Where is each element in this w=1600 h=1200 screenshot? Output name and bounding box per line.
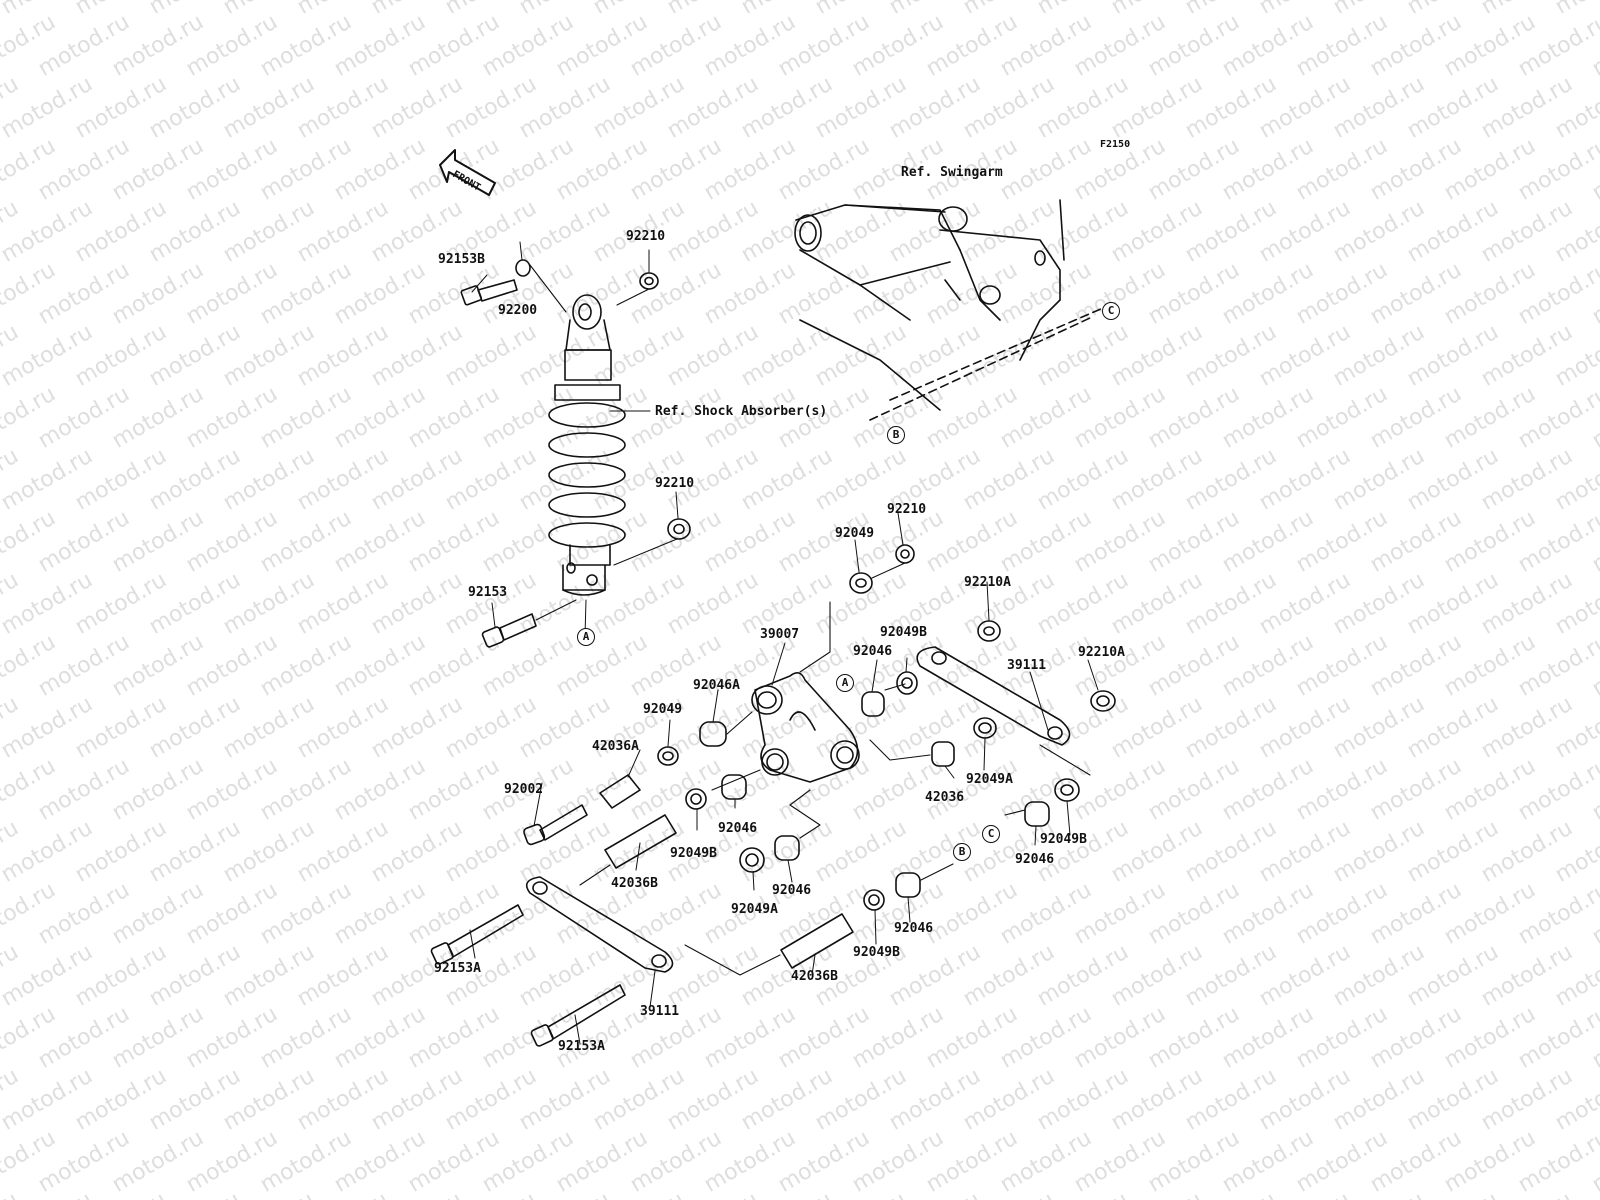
part-label-92153: 92153 [468, 585, 508, 600]
part-label-92049-top: 92049 [835, 526, 875, 541]
part-label-92046-low: 92046 [772, 883, 812, 898]
part-label-42036A: 42036A [592, 739, 639, 754]
part-label-92049A-low: 92049A [731, 902, 778, 917]
part-label-92049B-right: 92049B [1040, 832, 1087, 847]
part-label-42036B-upper: 42036B [611, 876, 658, 891]
marker-b-swingarm: B [887, 426, 905, 444]
part-label-92046-top: 92046 [853, 644, 893, 659]
marker-a-shock: A [577, 628, 595, 646]
marker-b-link: B [953, 843, 971, 861]
part-label-92200: 92200 [498, 303, 538, 318]
hardware-drawings [430, 241, 1116, 1047]
part-label-92046A: 92046A [693, 678, 740, 693]
part-label-92210A-right: 92210A [1078, 645, 1125, 660]
swingarm-drawing [794, 199, 1111, 421]
figure-code: F2150 [1100, 139, 1131, 150]
part-label-92210A-top: 92210A [964, 575, 1011, 590]
front-arrow-icon: FRONT [439, 149, 496, 196]
part-label-39111-lower: 39111 [640, 1004, 680, 1019]
part-label-42036B-lower: 42036B [791, 969, 838, 984]
leader-lines [469, 241, 1099, 1045]
part-label-92210-top: 92210 [626, 229, 666, 244]
part-label-92002: 92002 [504, 782, 544, 797]
part-label-92153A-lower: 92153A [558, 1039, 605, 1054]
part-label-92153A-upper: 92153A [434, 961, 481, 976]
part-label-42036: 42036 [925, 790, 965, 805]
part-label-92210-right: 92210 [887, 502, 927, 517]
part-label-92153B: 92153B [438, 252, 485, 267]
part-label-92049B-top: 92049B [880, 625, 927, 640]
part-label-92049A-right: 92049A [966, 772, 1013, 787]
marker-a-rocker: A [836, 674, 854, 692]
marker-c-link: C [982, 825, 1000, 843]
part-label-92049B-low: 92049B [853, 945, 900, 960]
part-label-92046-b: 92046 [894, 921, 934, 936]
shock-absorber-drawing [548, 294, 626, 596]
part-label-92210-mid: 92210 [655, 476, 695, 491]
part-label-92049B-left: 92049B [670, 846, 717, 861]
ref-shock-absorber-label: Ref. Shock Absorber(s) [655, 404, 828, 419]
marker-c-swingarm: C [1102, 302, 1120, 320]
part-label-92046-right: 92046 [1015, 852, 1055, 867]
part-label-92049-left: 92049 [643, 702, 683, 717]
part-label-92046-mid: 92046 [718, 821, 758, 836]
ref-swingarm-label: Ref. Swingarm [901, 165, 1003, 180]
part-label-39007: 39007 [760, 627, 800, 642]
part-label-39111-upper: 39111 [1007, 658, 1047, 673]
